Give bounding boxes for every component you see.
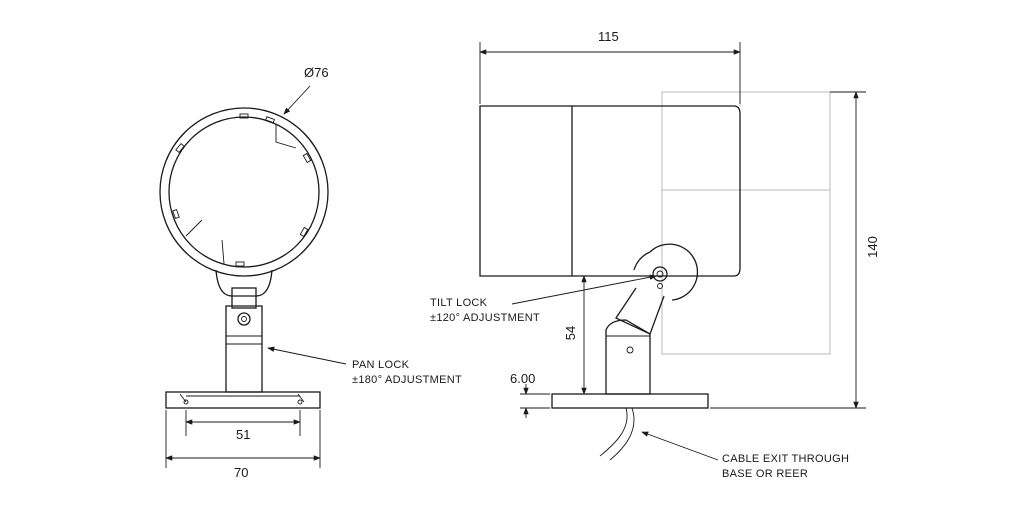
tilt-lock-annotation: TILT LOCK ±120° ADJUSTMENT (430, 296, 540, 326)
side-view (479, 91, 831, 461)
front-view (159, 107, 329, 409)
tilt-lock-detail: ±120° ADJUSTMENT (430, 312, 540, 324)
front-dimensions (165, 85, 347, 468)
total-height-label: 140 (864, 236, 880, 258)
base-inner-width-label: 51 (236, 427, 251, 442)
tilt-arm (615, 287, 665, 335)
lamp-body (479, 105, 741, 277)
tilt-knuckle (649, 243, 699, 301)
cable-exit-title: CABLE EXIT THROUGH (722, 453, 850, 465)
lens-clips (172, 113, 312, 267)
base-thickness-label: 6.00 (510, 371, 536, 386)
cable-exit-detail: BASE OR REER (722, 468, 809, 480)
body-length-label: 115 (598, 29, 619, 44)
pan-lock-title: PAN LOCK (352, 359, 410, 371)
side-dimensions (479, 42, 866, 461)
pan-lock-screw (237, 312, 251, 326)
diameter-label: Ø76 (304, 65, 329, 80)
side-base-plate (551, 393, 709, 409)
tilted-body-outline (661, 91, 831, 355)
cable-exit-annotation: CABLE EXIT THROUGH BASE OR REER (722, 452, 849, 482)
side-stem (605, 319, 651, 395)
tilt-lock-screw (652, 266, 668, 282)
pivot-height-label: 54 (563, 325, 579, 341)
tilt-lock-title: TILT LOCK (430, 297, 488, 309)
lens-inner-ring (168, 116, 320, 268)
pan-lock-detail: ±180° ADJUSTMENT (352, 374, 462, 386)
front-base-plate (165, 391, 321, 409)
cable (599, 407, 628, 457)
pan-lock-annotation: PAN LOCK ±180° ADJUSTMENT (352, 358, 462, 388)
front-stem (225, 305, 263, 393)
pan-joint-top (215, 269, 273, 297)
base-outer-width-label: 70 (234, 465, 249, 480)
pan-joint-neck (231, 287, 257, 309)
lens-outer-ring (159, 107, 329, 277)
